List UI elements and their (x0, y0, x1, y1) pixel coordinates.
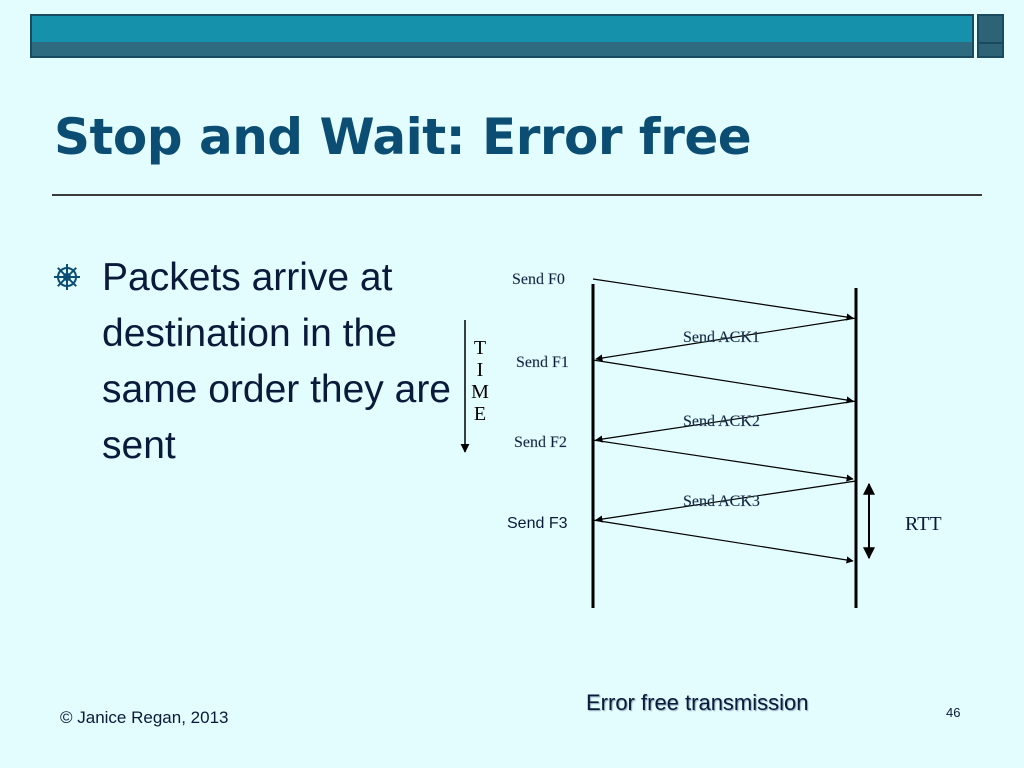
send-frame-label: Send F3 (507, 515, 568, 532)
header-bar (30, 14, 974, 58)
ack-arrow (595, 400, 857, 443)
header-bar-lower (32, 42, 972, 56)
send-ack-label: Send ACK3 (683, 493, 760, 510)
frame-arrow (592, 519, 854, 564)
send-frame-label: Send F0 (512, 271, 565, 288)
send-ack-label: Send ACK1 (683, 329, 760, 346)
ack-arrow (595, 480, 857, 523)
copyright-footer: © Janice Regan, 2013 (60, 708, 229, 727)
rtt-label: RTT (905, 513, 942, 535)
header-corner-upper (979, 16, 1002, 44)
frame-arrow (592, 278, 854, 321)
time-letter: T (474, 337, 486, 359)
diagram-caption: Error free transmission (586, 690, 809, 715)
wheel-bullet-icon (54, 264, 80, 290)
time-letter: E (474, 403, 486, 425)
header-bar-upper (32, 16, 972, 44)
send-frame-label: Send F2 (514, 434, 567, 451)
frame-arrow (592, 359, 854, 404)
slide-title: Stop and Wait: Error free (54, 108, 752, 166)
send-frame-label: Send F1 (516, 354, 569, 371)
frame-arrow (592, 439, 854, 482)
title-divider (52, 194, 982, 196)
header-corner-box (977, 14, 1004, 58)
time-letter: M (471, 381, 489, 403)
page-number: 46 (946, 705, 961, 720)
bullet-text: Packets arrive at destination in the sam… (102, 256, 452, 467)
ack-arrow (595, 317, 857, 362)
send-ack-label: Send ACK2 (683, 413, 760, 430)
time-letter: I (477, 359, 484, 381)
